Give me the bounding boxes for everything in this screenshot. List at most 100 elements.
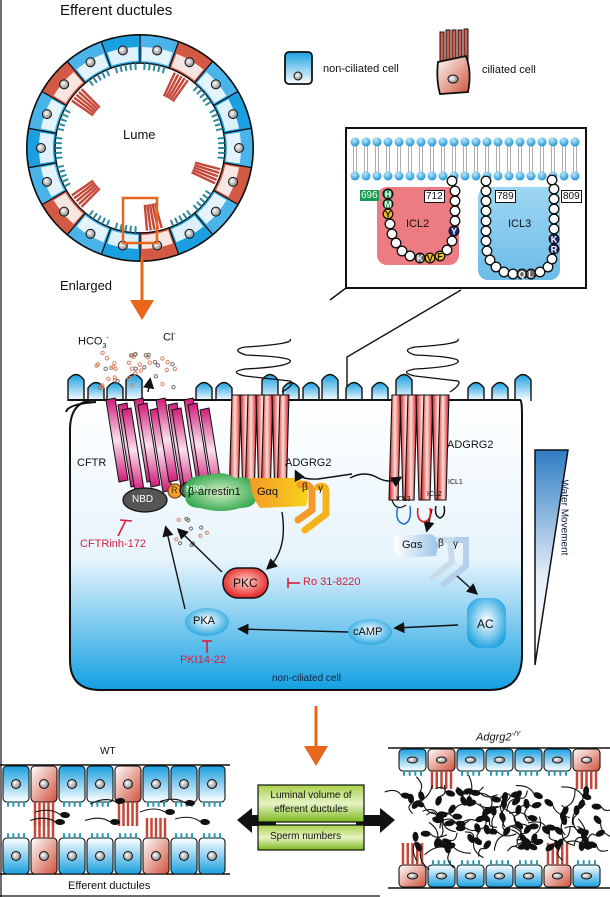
chloride-ion: [132, 352, 138, 357]
sperm-head: [531, 802, 542, 809]
sperm-head: [452, 813, 463, 820]
sperm-tail: [566, 788, 576, 807]
sperm-tail: [573, 836, 582, 847]
sperm-head: [455, 820, 466, 827]
cell-type-label: non-ciliated cell: [272, 673, 341, 684]
lipid-head: [460, 171, 470, 181]
microvillus: [514, 373, 532, 401]
nucleus: [581, 872, 592, 880]
microvillus: [60, 118, 67, 122]
chloride-ion: [133, 366, 138, 371]
sperm-tail: [527, 821, 547, 827]
sperm-head: [533, 838, 544, 846]
cftr-helix: [155, 397, 179, 483]
microvillus: [199, 93, 206, 99]
nucleus: [436, 756, 447, 764]
luminal-volume-box: [257, 784, 365, 823]
legend-non-ciliated-icon: [284, 51, 313, 85]
sperm-tail: [516, 832, 525, 844]
microvillus: [57, 127, 65, 132]
residue-letter: Q: [518, 270, 525, 280]
sperm-tail: [513, 840, 534, 848]
sperm-tail: [561, 786, 583, 796]
residue: [490, 261, 502, 273]
microvillus: [114, 222, 119, 230]
chloride-ion: [171, 385, 176, 390]
nucleus: [117, 45, 128, 56]
sperm-tail: [560, 820, 566, 836]
cilium: [194, 163, 220, 174]
cftr-label: CFTR: [77, 457, 107, 469]
ko-genotype: -/Y: [511, 731, 521, 738]
nucleus: [11, 779, 21, 789]
residue: [386, 228, 398, 240]
nbd-right-label: NBD: [186, 484, 206, 494]
microvillus: [217, 156, 225, 160]
residue: [390, 237, 402, 249]
bicarbonate-ion: [94, 363, 99, 368]
microvillus: [106, 69, 110, 77]
nucleus: [179, 779, 189, 789]
cilium: [165, 73, 180, 98]
cftr-helix: [105, 397, 129, 483]
lipid-head: [427, 171, 437, 181]
ion: [188, 526, 194, 531]
nucleus: [494, 872, 505, 880]
lipid-head: [559, 171, 569, 181]
sperm-tail: [139, 808, 166, 813]
sperm-head: [515, 804, 522, 815]
sperm-head: [433, 837, 441, 848]
sperm-head: [418, 791, 425, 801]
microvillus: [205, 190, 212, 195]
pkc-node: [222, 567, 269, 599]
cftr-inhibitor-label: CFTRinh-172: [80, 538, 147, 550]
bicarbonate-ion: [112, 375, 118, 380]
nucleus: [523, 872, 534, 880]
sperm-head: [523, 824, 532, 834]
ko-panel: [384, 747, 610, 889]
nucleus: [407, 872, 418, 880]
sperm-tail: [479, 803, 487, 825]
wt-panel: [0, 764, 230, 875]
sperm-tail: [491, 815, 497, 835]
residue: [481, 245, 493, 257]
sperm-head: [60, 811, 70, 819]
nucleus: [36, 143, 46, 153]
chloride-ion: [143, 353, 149, 358]
icl3-region: [478, 187, 560, 280]
sperm-tail: [586, 833, 597, 841]
nucleus: [552, 872, 563, 880]
nucleus: [67, 779, 77, 789]
residue: [449, 185, 461, 197]
nucleus: [59, 206, 70, 217]
bicarbonate-ion: [104, 356, 110, 361]
sperm-head: [533, 792, 543, 800]
sperm-head: [455, 825, 466, 832]
residue: [546, 253, 558, 265]
gaq-shape: [250, 478, 308, 508]
sperm-tail: [415, 776, 423, 792]
microvillus: [214, 123, 222, 127]
right-thick-arrow: [356, 808, 395, 833]
residue: [382, 208, 394, 220]
cftr-channel: [105, 397, 223, 493]
cilium: [191, 171, 216, 185]
bicarbonate-ion: [100, 384, 105, 390]
microvillus: [101, 217, 106, 225]
ion: [199, 525, 204, 530]
chloride-ion: [155, 363, 161, 368]
sperm-tail: [487, 798, 493, 809]
residue: [434, 250, 446, 262]
sperm-tail: [552, 805, 571, 819]
sperm-head: [541, 826, 551, 835]
microvillus: [124, 224, 128, 232]
sperm-head: [467, 833, 475, 843]
sperm-head: [455, 788, 464, 797]
sperm-tail: [454, 819, 470, 826]
sperm-head: [412, 831, 419, 842]
ro-inhibitor-label: Ro 31-8220: [303, 576, 361, 588]
residue: [480, 185, 492, 197]
nucleus: [151, 851, 161, 861]
adgrg2-ntf-right: [405, 338, 460, 393]
cilium: [75, 183, 98, 203]
